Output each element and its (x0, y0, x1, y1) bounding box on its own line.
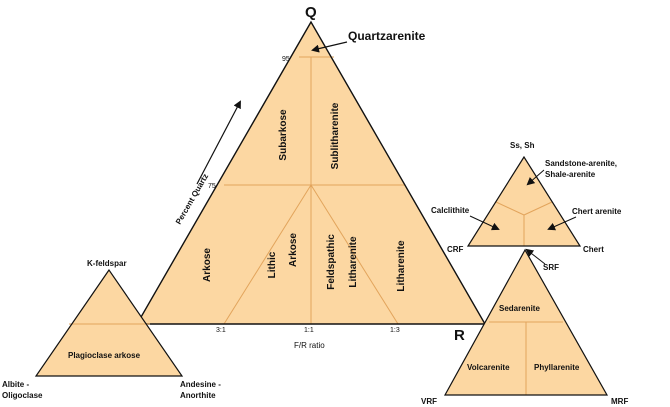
volcarenite-label: Volcarenite (467, 363, 510, 372)
sublitharenite-label: Sublitharenite (330, 102, 341, 169)
feldspar-triangle: K-feldspar Plagioclase arkose Albite - O… (2, 259, 221, 400)
subarkose-label: Subarkose (278, 109, 289, 161)
srf-arrow (525, 248, 546, 265)
anorthite-label: Anorthite (180, 391, 216, 400)
sandstone-arenite-label: Sandstone-arenite, (545, 159, 617, 168)
ss-sh-label: Ss, Sh (510, 141, 535, 150)
ratio-13-label: 1:3 (390, 327, 400, 334)
main-triangle-outline (135, 20, 487, 325)
main-qfr-triangle: Q F R Quartzarenite 95 75 Percent Quartz… (135, 4, 487, 350)
rock-upper-triangle: Ss, Sh Sandstone-arenite, Shale-arenite … (431, 141, 622, 254)
phyllarenite-label: Phyllarenite (534, 363, 580, 372)
line-ratio-13 (310, 184, 399, 325)
calclithite-label: Calclithite (431, 206, 470, 215)
feldspar-triangle-outline (34, 268, 184, 377)
chert-arenite-label: Chert arenite (572, 207, 622, 216)
chert-arenite-arrow (547, 216, 577, 231)
apex-r-label: R (454, 327, 465, 344)
plagioclase-arkose-label: Plagioclase arkose (68, 351, 141, 360)
vrf-label: VRF (421, 397, 437, 406)
feldspathic-litharenite-label: Litharenite (348, 236, 359, 288)
quartzarenite-arrow (311, 41, 348, 53)
rock-upper-split-left (495, 201, 525, 216)
chert-label: Chert (583, 245, 604, 254)
calclithite-arrow (469, 215, 500, 231)
fr-ratio-label: F/R ratio (294, 341, 325, 350)
sedarenite-label: Sedarenite (499, 304, 540, 313)
ratio-11-label: 1:1 (304, 327, 314, 334)
ratio-31-label: 3:1 (216, 327, 226, 334)
rock-lower-outline (443, 248, 609, 396)
lithic-arkose-label: Arkose (288, 233, 299, 267)
crf-label: CRF (447, 245, 464, 254)
percent-quartz-arrow (196, 100, 241, 185)
oligoclase-label: Oligoclase (2, 391, 43, 400)
tick-95-label: 95 (282, 56, 290, 63)
rock-lower-triangle: SRF Sedarenite Volcarenite Phyllarenite … (421, 248, 628, 406)
tick-75-label: 75 (208, 183, 216, 190)
quartzarenite-label: Quartzarenite (348, 29, 426, 43)
andesine-label: Andesine - (180, 380, 221, 389)
arkose-label: Arkose (202, 248, 213, 282)
sandstone-arenite-arrow (526, 169, 545, 186)
apex-q-label: Q (305, 4, 317, 21)
srf-label: SRF (543, 263, 559, 272)
feldspar-triangle-fill (36, 270, 182, 376)
lithic-label: Lithic (267, 251, 278, 278)
litharenite-label: Litharenite (396, 240, 407, 292)
line-ratio-31 (223, 184, 312, 325)
k-feldspar-label: K-feldspar (87, 259, 127, 268)
rock-upper-outline (466, 155, 582, 247)
rock-upper-split-right (523, 201, 553, 216)
feldspathic-label: Feldspathic (326, 234, 337, 290)
shale-arenite-label: Shale-arenite (545, 170, 596, 179)
albite-label: Albite - (2, 380, 29, 389)
mrf-label: MRF (611, 397, 628, 406)
